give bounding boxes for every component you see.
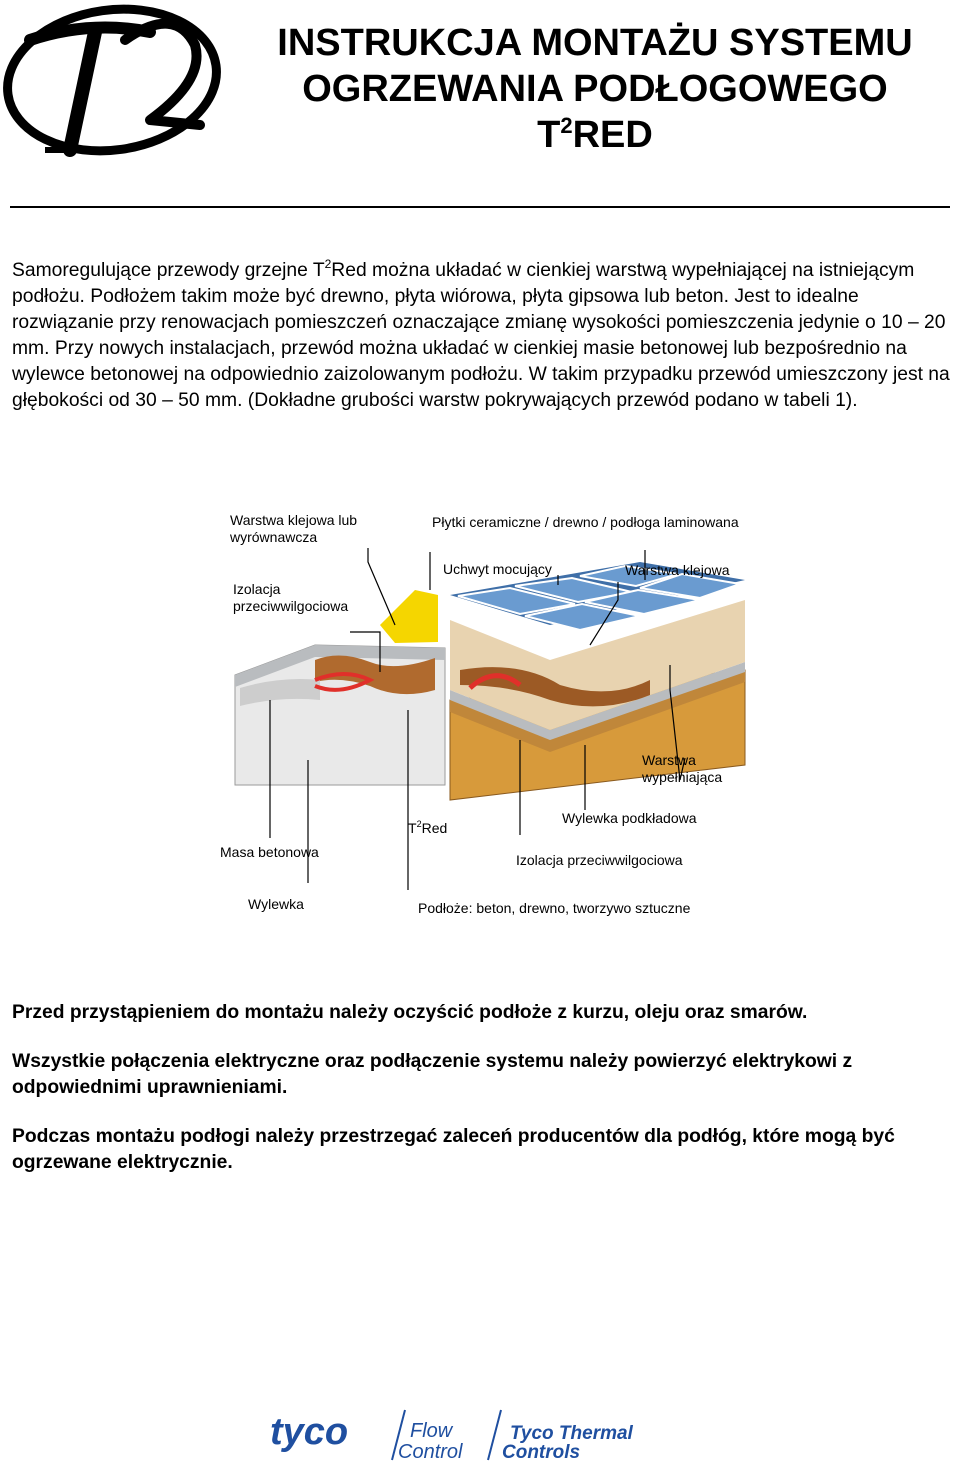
note-flooring: Podczas montażu podłogi należy przestrze… [12,1126,895,1173]
label-damp-proofing-right: Izolacja przeciwwilgociowa [516,852,683,868]
label-screed: Wylewka [248,896,304,912]
label-fixing-clip: Uchwyt mocujący [443,561,552,577]
label-adhesive-layer: Warstwa klejowa [625,562,730,578]
svg-text:Controls: Controls [502,1442,580,1462]
label-subfloor: Podłoże: beton, drewno, tworzywo sztuczn… [418,900,691,916]
svg-text:Control: Control [398,1441,463,1462]
tyco-footer-logo: tyco Flow Control Tyco Thermal Controls [270,1409,634,1462]
label-concrete-mass: Masa betonowa [220,844,319,860]
title-line-1: INSTRUKCJA MONTAŻU SYSTEMU [277,22,913,64]
title-line-3: T2RED [537,113,653,156]
header-divider [10,206,950,208]
svg-text:tyco: tyco [270,1411,348,1453]
label-tiles: Płytki ceramiczne / drewno / podłoga lam… [432,514,739,530]
label-heating-cable: T2Red [408,819,448,837]
intro-paragraph: Samoregulujące przewody grzejne T2Red mo… [12,257,950,411]
page-title: INSTRUKCJA MONTAŻU SYSTEMU OGRZEWANIA PO… [240,20,950,158]
note-cleaning: Przed przystąpieniem do montażu należy o… [12,1002,808,1023]
svg-text:Flow: Flow [410,1420,454,1442]
svg-text:Tyco Thermal: Tyco Thermal [510,1423,634,1444]
title-line-2: OGRZEWANIA PODŁOGOWEGO [302,68,888,110]
note-electrician: Wszystkie połączenia elektryczne oraz po… [12,1051,853,1098]
installation-notes: Przed przystąpieniem do montażu należy o… [12,1000,952,1199]
label-base-screed: Wylewka podkładowa [562,810,697,826]
floor-illustration [234,548,746,890]
t2-logo [3,4,221,157]
